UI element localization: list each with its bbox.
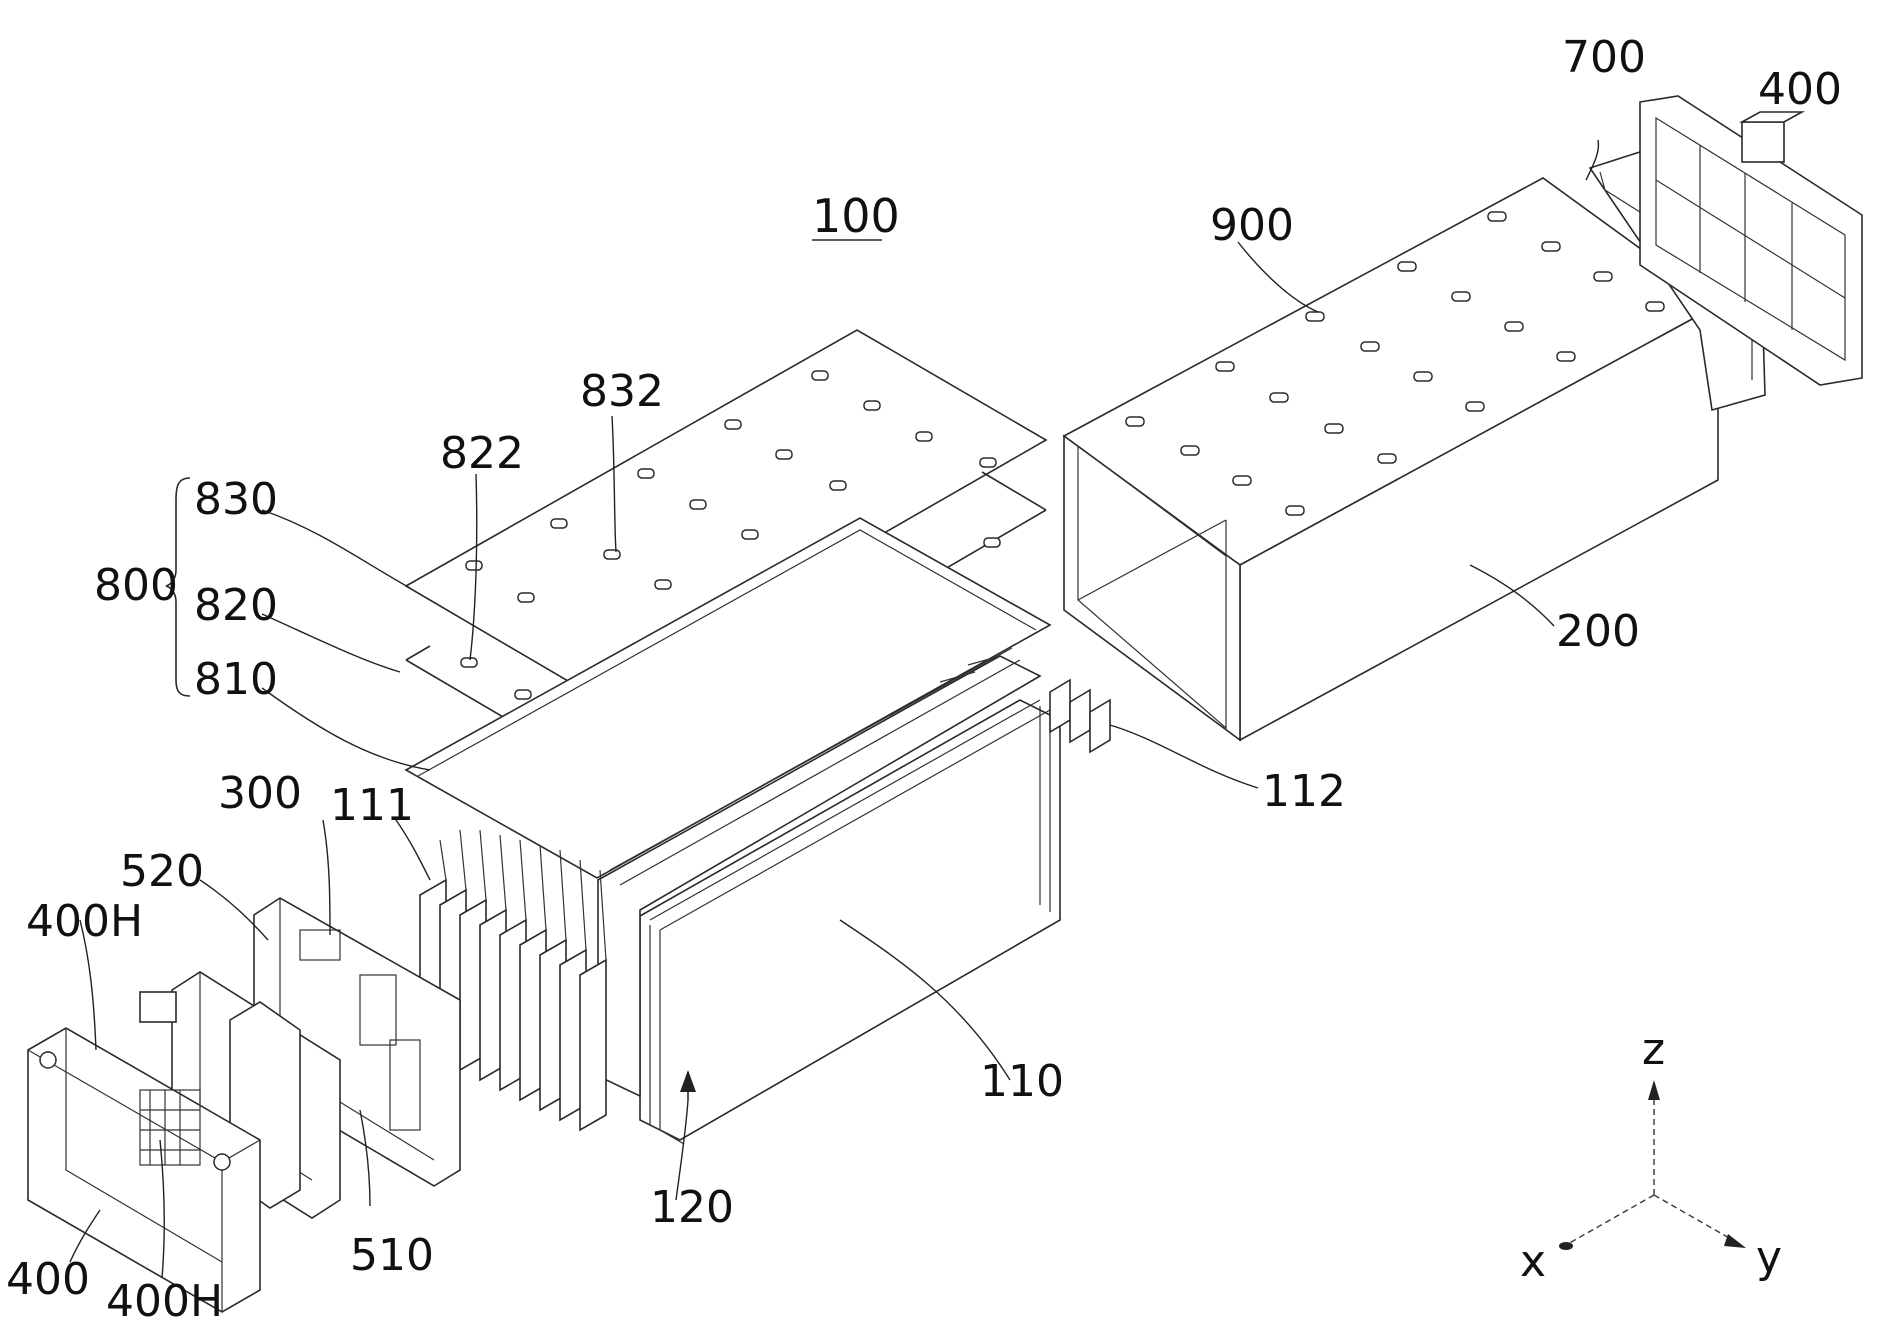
label-200: 200	[1556, 606, 1640, 657]
label-400-bottom: 400	[6, 1254, 90, 1305]
label-810: 810	[194, 654, 278, 705]
label-111: 111	[330, 780, 414, 831]
label-800: 800	[94, 560, 178, 611]
axis-label-y: y	[1756, 1232, 1782, 1283]
label-830: 830	[194, 474, 278, 525]
label-700: 700	[1562, 32, 1646, 83]
label-100: 100	[812, 189, 900, 243]
coordinate-axes	[1559, 1080, 1746, 1250]
label-120: 120	[650, 1182, 734, 1233]
label-900: 900	[1210, 200, 1294, 251]
label-400h-top: 400H	[26, 896, 143, 947]
axis-label-z: z	[1642, 1024, 1665, 1075]
label-510: 510	[350, 1230, 434, 1281]
label-110: 110	[980, 1056, 1064, 1107]
label-400-top: 400	[1758, 64, 1842, 115]
axis-label-x: x	[1520, 1236, 1546, 1287]
label-400h-bottom: 400H	[106, 1276, 223, 1322]
label-832: 832	[580, 366, 664, 417]
label-300: 300	[218, 768, 302, 819]
label-822: 822	[440, 428, 524, 479]
label-820: 820	[194, 580, 278, 631]
label-520: 520	[120, 846, 204, 897]
label-112: 112	[1262, 766, 1346, 817]
